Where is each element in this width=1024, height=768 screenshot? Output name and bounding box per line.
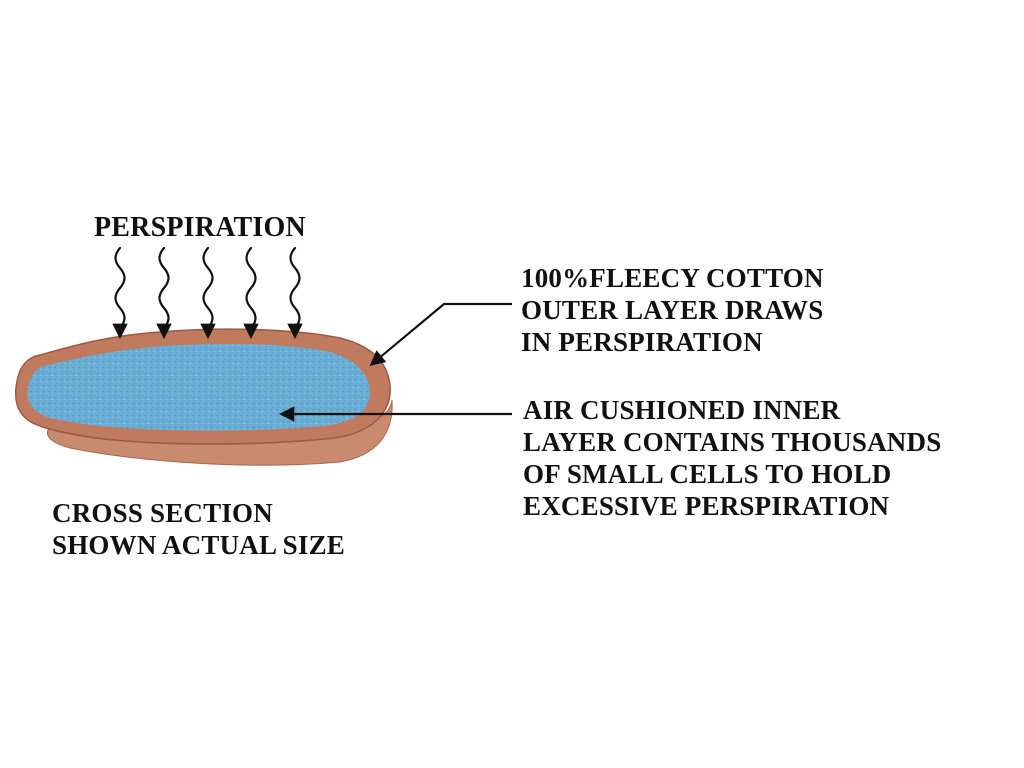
outer-layer-caption-line: IN PERSPIRATION bbox=[521, 327, 763, 357]
perspiration-arrow-4 bbox=[243, 246, 259, 340]
perspiration-label: PERSPIRATION bbox=[94, 212, 306, 243]
cross-section-caption-line: SHOWN ACTUAL SIZE bbox=[52, 530, 345, 560]
outer-layer-pointer bbox=[369, 302, 512, 366]
perspiration-arrows bbox=[112, 246, 303, 340]
outer-layer-caption-line: OUTER LAYER DRAWS bbox=[521, 295, 824, 325]
outer-layer-caption-line: 100%FLEECY COTTON bbox=[521, 263, 824, 293]
inner-layer-caption-line: EXCESSIVE PERSPIRATION bbox=[523, 491, 890, 521]
cross-section-caption: CROSS SECTION SHOWN ACTUAL SIZE bbox=[52, 497, 345, 561]
perspiration-arrow-5 bbox=[287, 246, 303, 340]
perspiration-arrow-2 bbox=[156, 246, 172, 340]
inner-layer-caption-line: LAYER CONTAINS THOUSANDS bbox=[523, 427, 942, 457]
inner-layer-caption-line: OF SMALL CELLS TO HOLD bbox=[523, 459, 892, 489]
cross-section-caption-line: CROSS SECTION bbox=[52, 498, 273, 528]
inner-layer-caption: AIR CUSHIONED INNER LAYER CONTAINS THOUS… bbox=[523, 394, 941, 522]
inner-layer-caption-line: AIR CUSHIONED INNER bbox=[523, 395, 841, 425]
perspiration-arrow-3 bbox=[200, 246, 216, 340]
perspiration-arrow-1 bbox=[112, 246, 128, 340]
outer-layer-caption: 100%FLEECY COTTON OUTER LAYER DRAWS IN P… bbox=[521, 262, 824, 358]
